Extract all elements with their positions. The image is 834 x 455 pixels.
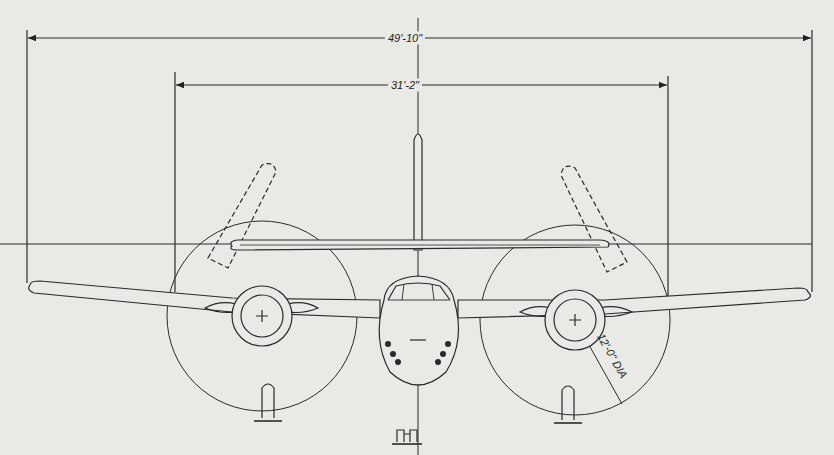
extension-line bbox=[667, 76, 668, 296]
hub-mark bbox=[569, 314, 581, 326]
fuselage bbox=[379, 276, 458, 385]
main-gear bbox=[562, 386, 574, 420]
extension-line bbox=[174, 72, 175, 292]
extension-line bbox=[26, 30, 27, 283]
engine-nacelle bbox=[232, 286, 292, 346]
vertical-fin bbox=[414, 134, 422, 250]
nose-gear bbox=[397, 430, 417, 442]
ground-plate bbox=[554, 422, 582, 424]
main-gear bbox=[262, 384, 274, 418]
horizontal-stabilizer bbox=[231, 240, 609, 250]
stabilizer-line bbox=[240, 245, 600, 246]
propeller-blade bbox=[561, 166, 627, 272]
engine-cowl bbox=[241, 295, 283, 337]
nose-mark bbox=[410, 339, 426, 340]
gun-ports bbox=[385, 341, 451, 365]
canopy bbox=[388, 283, 450, 300]
hub-mark bbox=[256, 310, 268, 322]
right-wing bbox=[458, 288, 810, 318]
canopy-frame bbox=[388, 284, 450, 300]
extension-line bbox=[811, 30, 812, 292]
dimension-label: 49'-10" bbox=[385, 32, 425, 45]
engine-cowl bbox=[554, 299, 596, 341]
ground-plate bbox=[254, 420, 282, 422]
ground-plate bbox=[392, 443, 422, 445]
left-wing bbox=[29, 281, 380, 318]
propeller-disk bbox=[480, 225, 670, 415]
nacelle-scoop bbox=[205, 303, 236, 313]
dimension-label: 12'-0" DIA bbox=[593, 329, 631, 384]
nacelle-scoop bbox=[288, 303, 318, 313]
dimension-label: 31'-2" bbox=[388, 79, 422, 92]
propeller-blade bbox=[208, 164, 276, 268]
